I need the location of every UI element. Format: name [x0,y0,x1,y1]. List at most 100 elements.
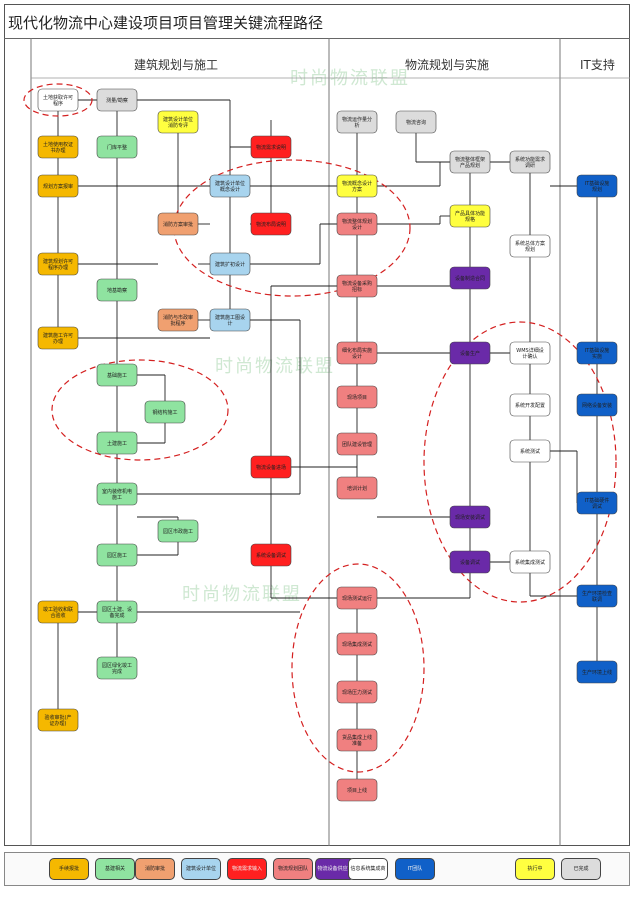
flow-node-n14: 消防与市政审批程序 [157,308,199,332]
flow-node-n13: 地基勘察 [96,278,138,302]
flow-node-label: 设备生产 [460,350,480,357]
flow-node-n52: 现场压力测试 [336,680,378,704]
flow-node-n55: IT基础设施规划 [576,174,618,198]
flow-node-label: 建筑设计单位消防专评 [163,116,193,129]
flow-node-label: 生产环境检查联调 [582,590,612,603]
flow-node-n15: 建筑施工图设计 [209,308,251,332]
flow-node-n22: 园区市政施工 [157,519,199,543]
flow-node-label: 系统集成测试 [515,559,545,566]
flow-node-label: 验收审批(产证办理) [45,714,72,727]
flow-node-label: IT基础硬件调试 [585,497,610,510]
flow-node-label: 货品集成上线准备 [342,734,372,747]
flow-node-label: IT基础设施规划 [585,180,610,193]
flow-node-label: 物流需求说明 [256,144,286,151]
flow-node-label: 物流整体规划设计 [342,218,372,231]
flow-node-label: 土地获取许可程序 [43,94,73,107]
flow-node-n59: 生产环境检查联调 [576,584,618,608]
flow-node-n38: 设备制造合同 [449,266,491,290]
flow-node-label: 物流布局说明 [256,221,286,228]
flow-node-label: WMS详细设计确认 [516,347,543,360]
flow-node-n31: 物流概念设计方案 [336,174,378,198]
flow-node-n39: 细化布局实施设计 [336,341,378,365]
flow-node-n34: 系统功能需求调研 [509,150,551,174]
flow-node-label: IT基础设施实施 [585,347,610,360]
flow-node-label: 现场测试运行 [342,595,372,602]
flow-node-label: 现场集成测试 [342,641,372,648]
flow-node-label: 地基勘察 [107,287,127,294]
legend-item: 手续报批 [49,858,89,880]
flow-node-n51: 现场集成测试 [336,632,378,656]
flow-node-label: 系统总体方案规划 [515,240,545,253]
flow-node-n40: 设备生产 [449,341,491,365]
flow-node-n44: 团队建设管理 [336,432,378,456]
flow-node-n5: 建筑设计单位消防专评 [157,110,199,134]
flow-node-label: 钢结构施工 [152,409,177,416]
legend-item: 物流规划团队 [273,858,313,880]
flow-node-label: 消防方案审批 [163,221,193,228]
flow-node-n48: 设备调试 [449,550,491,574]
flow-node-n37: 物流设备采购招标 [336,274,378,298]
flow-node-label: 基础施工 [107,372,127,379]
lane-header-it: IT支持 [580,58,615,72]
flow-node-label: 系统测试 [520,448,540,455]
flow-node-n27: 园区绿化竣工完成 [96,656,138,680]
flow-node-label: 测量/勘察 [106,97,128,104]
flow-node-n21: 室内装修机电施工 [96,482,138,506]
legend-bar: 手续报批基建相关消防审批建筑设计单位物流需求输入物流规划团队物流设备供应商信息系… [4,852,630,886]
flow-node-label: 现场压力测试 [342,689,372,696]
flow-node-n24: 园区施工 [96,543,138,567]
flow-node-n35: 产品具体功能规格 [449,204,491,228]
page-title: 现代化物流中心建设项目项目管理关键流程路径 [8,14,324,32]
flow-node-label: 设备调试 [460,559,480,566]
flow-node-n20: 物流设备进场 [250,455,292,479]
legend-item: 已完成 [561,858,601,880]
flow-node-n29: 物流运作量分析 [336,110,378,134]
lane-header-construction: 建筑规划与施工 [134,58,219,72]
flow-node-n50: 现场测试运行 [336,586,378,610]
flow-node-label: 网络设备安装 [582,402,612,409]
flow-node-label: 现场项目 [347,394,367,401]
flow-node-label: 系统功能需求调研 [515,156,545,169]
flow-node-n4: 门库平整 [96,135,138,159]
flow-node-label: 建筑设计单位概念设计 [215,180,245,193]
flow-node-label: 设备制造合同 [455,275,485,282]
flow-node-label: 建筑施工许可办理 [43,332,73,345]
flow-node-n30: 物流咨询 [395,110,437,134]
flow-node-label: 消防与市政审批程序 [163,314,193,327]
flow-node-n56: IT基础设施实施 [576,341,618,365]
flow-node-label: 园区市政施工 [163,528,193,535]
flow-node-label: 建筑扩初设计 [215,261,245,268]
flow-node-n6: 物流需求说明 [250,135,292,159]
flow-node-n10: 物流布局说明 [250,212,292,236]
flow-node-label: 园区绿化竣工完成 [102,662,132,675]
flow-node-n60: 生产环境上线 [576,660,618,684]
flow-node-label: 物流整体框架产品规划 [455,156,485,169]
flow-node-n53: 货品集成上线准备 [336,728,378,752]
flow-node-label: 物流设备进场 [256,464,286,471]
flow-node-n17: 基础施工 [96,363,138,387]
flow-node-label: 物流概念设计方案 [342,180,372,193]
flow-node-n49: 系统集成测试 [509,550,551,574]
flow-node-label: 团队建设管理 [342,441,372,448]
flow-node-n28: 验收审批(产证办理) [37,708,79,732]
flow-node-label: 系统开发配置 [515,402,545,409]
flow-node-label: 项目上线 [347,787,367,794]
legend-item: 建筑设计单位 [181,858,221,880]
title-divider [4,38,630,39]
flow-node-n36: 系统总体方案规划 [509,234,551,258]
flow-node-n58: IT基础硬件调试 [576,491,618,515]
flow-node-label: 生产环境上线 [582,669,612,676]
flow-node-n12: 建筑扩初设计 [209,252,251,276]
legend-item: 消防审批 [135,858,175,880]
flow-node-label: 园区施工 [107,552,127,559]
flow-node-n42: 现场项目 [336,385,378,409]
flow-node-n25: 竣工验收和联合验收 [37,600,79,624]
flow-node-label: 竣工验收和联合验收 [43,606,73,619]
flow-node-label: 门库平整 [107,144,127,151]
flow-node-n43: 系统开发配置 [509,393,551,417]
flow-node-n47: 现场安装调试 [449,505,491,529]
flow-node-n18: 钢结构施工 [144,400,186,424]
flow-node-n57: 网络设备安装 [576,393,618,417]
flow-node-label: 产品具体功能规格 [455,210,485,223]
